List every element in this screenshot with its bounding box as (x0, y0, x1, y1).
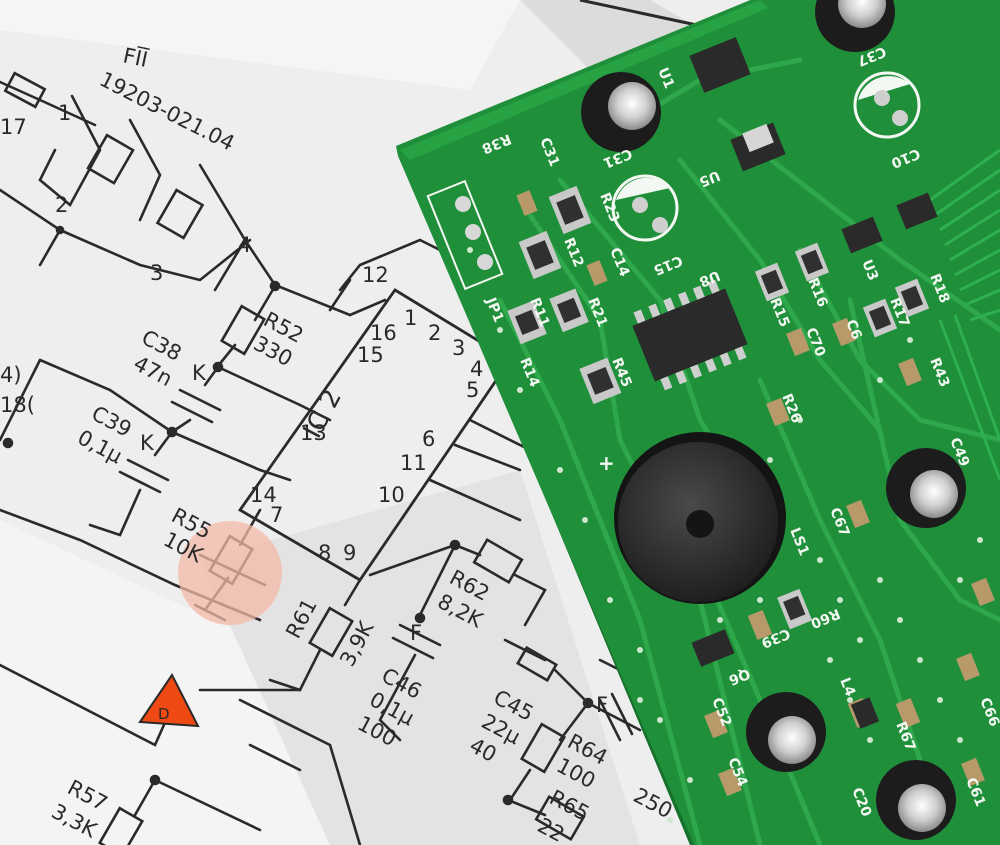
pcb-vias (467, 247, 983, 823)
warning-triangle-icon (138, 673, 200, 728)
label-c46-f: F (410, 621, 422, 645)
label-ic-pin1: 1 (404, 306, 417, 330)
label-c38-k: K (192, 361, 207, 385)
transistor-components (689, 37, 938, 729)
label-c39-k: K (140, 431, 155, 455)
buzzer-ls1 (614, 432, 786, 604)
label-ic-pin13: 13 (300, 421, 327, 445)
ic-u8-chip (632, 279, 748, 391)
silk-q6: Q6 (726, 665, 752, 688)
silk-u1: U1 (654, 66, 677, 92)
label-ic-pin7: 7 (270, 503, 283, 527)
silk-plus: + (598, 451, 615, 475)
silk-u8: U8 (697, 267, 723, 290)
schematic-ref-title: FĪĪ (121, 43, 151, 72)
label-ic-pin16: 16 (370, 321, 397, 345)
label-ic-pin12: 12 (362, 263, 389, 287)
label-ic-pin3: 3 (452, 336, 465, 360)
label-ic-pin5: 5 (466, 378, 479, 402)
label-ic-pin2: 2 (428, 321, 441, 345)
label-l47: 17 (0, 115, 27, 139)
pcb-bus-traces (929, 148, 1000, 481)
label-ic-pin14: 14 (250, 483, 277, 507)
electrolytic-capacitors (581, 0, 966, 840)
label-f2: F (596, 693, 608, 717)
label-ic-pin10: 10 (378, 483, 405, 507)
label-ic-pin8: 8 (318, 541, 331, 565)
silk-c6: C6 (842, 318, 864, 343)
label-pin2: 2 (55, 193, 68, 217)
label-l4: 18( (0, 393, 35, 417)
silk-u5: U5 (697, 167, 723, 190)
label-ic-pin15: 15 (357, 343, 384, 367)
label-ic-pin4: 4 (470, 357, 483, 381)
silk-u3: U3 (858, 258, 881, 284)
label-ic-pin11: 11 (400, 451, 427, 475)
label-ic-pin9: 9 (343, 541, 356, 565)
jp1-header (426, 179, 504, 291)
silk-l4: L4 (836, 676, 858, 700)
label-pin3: 3 (150, 261, 163, 285)
warning-triangle-letter: D (158, 705, 170, 723)
circuit-board: R38 C31 C31 U1 C37 C10 JP1 R23 R12 C14 C… (396, 0, 1000, 845)
label-ic-pin6: 6 (422, 427, 435, 451)
label-pin4: 4 (238, 233, 251, 257)
schematic-drawing (0, 71, 662, 845)
label-pin1: 1 (58, 101, 71, 125)
smd-resistors (507, 185, 930, 630)
pcb-traces (497, 57, 1000, 845)
label-l17: 4) (0, 363, 22, 387)
highlight-marker-circle (178, 521, 282, 625)
capacitor-footprints (611, 71, 921, 242)
